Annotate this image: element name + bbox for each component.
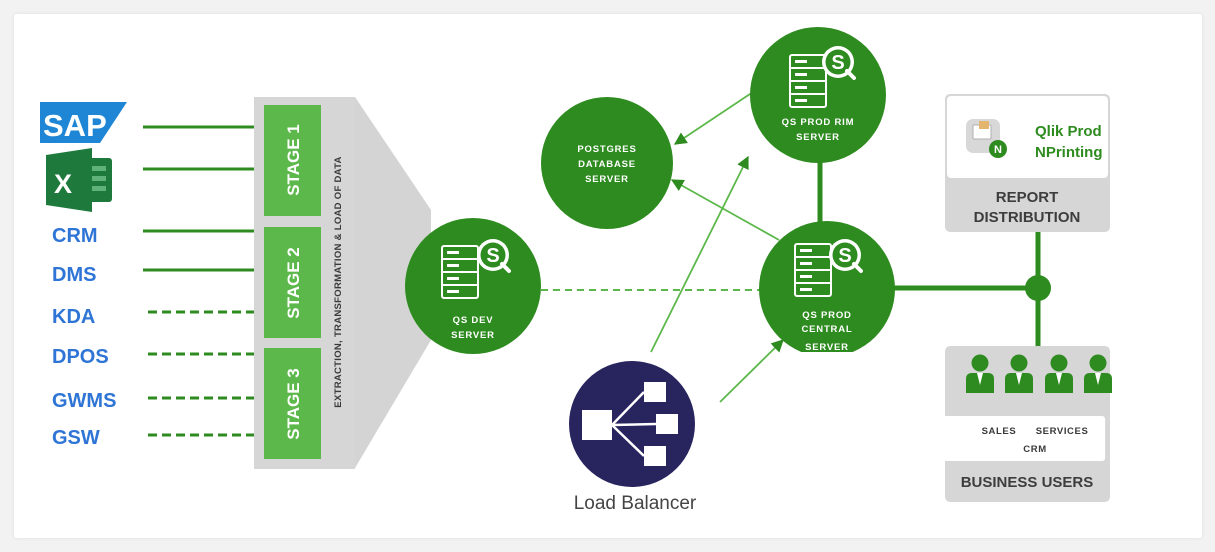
- stage-3-box: [264, 348, 321, 459]
- postgres-label-3: SERVER: [585, 174, 629, 185]
- rim-label-2: SERVER: [796, 132, 840, 143]
- source-gsw: GSW: [52, 427, 100, 449]
- source-kda: KDA: [52, 306, 95, 328]
- stage-1-label: STAGE 1: [284, 124, 303, 195]
- postgres-label-1: POSTGRES: [577, 144, 636, 155]
- load-balancer-label: Load Balancer: [574, 493, 697, 514]
- source-gwms: GWMS: [52, 390, 116, 412]
- etl-process-label: EXTRACTION, TRANSFORMATION & LOAD OF DAT…: [333, 156, 344, 407]
- dev-label-2: SERVER: [451, 330, 495, 341]
- stage-3-label: STAGE 3: [284, 368, 303, 439]
- sap-logo-text: SAP: [43, 108, 107, 143]
- excel-logo-icon: X: [46, 148, 112, 212]
- qs-prod-central-server-node: QS PROD CENTRAL SERVER: [759, 221, 895, 353]
- central-label-2: CENTRAL: [802, 324, 853, 335]
- sap-logo-icon: SAP: [40, 102, 127, 143]
- qlik-sense-icon: [820, 44, 856, 80]
- stage-2-box: [264, 227, 321, 338]
- distribution-junction: [1025, 275, 1051, 301]
- user-groups-line-1: SALES SERVICES: [982, 426, 1089, 437]
- business-users-panel: SALES SERVICES CRM BUSINESS USERS: [939, 346, 1112, 502]
- qs-prod-rim-server-node: QS PROD RIM SERVER: [750, 27, 886, 163]
- business-users-label: BUSINESS USERS: [961, 474, 1094, 491]
- postgres-server-node: POSTGRES DATABASE SERVER: [541, 97, 673, 229]
- stage-2-label: STAGE 2: [284, 247, 303, 318]
- server-connectors: [541, 91, 1051, 403]
- rim-label-1: QS PROD RIM: [782, 117, 855, 128]
- central-label-3: SERVER: [805, 342, 849, 353]
- nprinting-label-2: NPrinting: [1035, 144, 1103, 161]
- excel-logo-text: X: [54, 169, 72, 199]
- dev-label-1: QS DEV: [453, 315, 494, 326]
- central-label-1: QS PROD: [802, 310, 851, 321]
- qlik-sense-icon: [475, 237, 511, 273]
- nprinting-panel: N Qlik Prod NPrinting REPORT DISTRIBUTIO…: [945, 94, 1110, 232]
- source-dms: DMS: [52, 264, 96, 286]
- svg-text:N: N: [994, 144, 1002, 156]
- nprinting-icon: N: [966, 119, 1007, 158]
- user-groups-line-2: CRM: [1023, 444, 1046, 455]
- report-distribution-label-2: DISTRIBUTION: [974, 209, 1081, 226]
- stage-1-box: [264, 105, 321, 216]
- load-balancer-node: Load Balancer: [569, 361, 697, 514]
- postgres-label-2: DATABASE: [578, 159, 636, 170]
- qlik-sense-icon: [827, 237, 863, 273]
- report-distribution-label-1: REPORT: [996, 189, 1059, 206]
- etl-panel: STAGE 1 STAGE 2 STAGE 3 EXTRACTION, TRAN…: [254, 97, 431, 469]
- source-connectors: [143, 125, 258, 437]
- qs-dev-server-node: QS DEV SERVER: [405, 218, 541, 354]
- source-crm: CRM: [52, 225, 98, 247]
- nprinting-label-1: Qlik Prod: [1035, 123, 1102, 140]
- source-dpos: DPOS: [52, 346, 109, 368]
